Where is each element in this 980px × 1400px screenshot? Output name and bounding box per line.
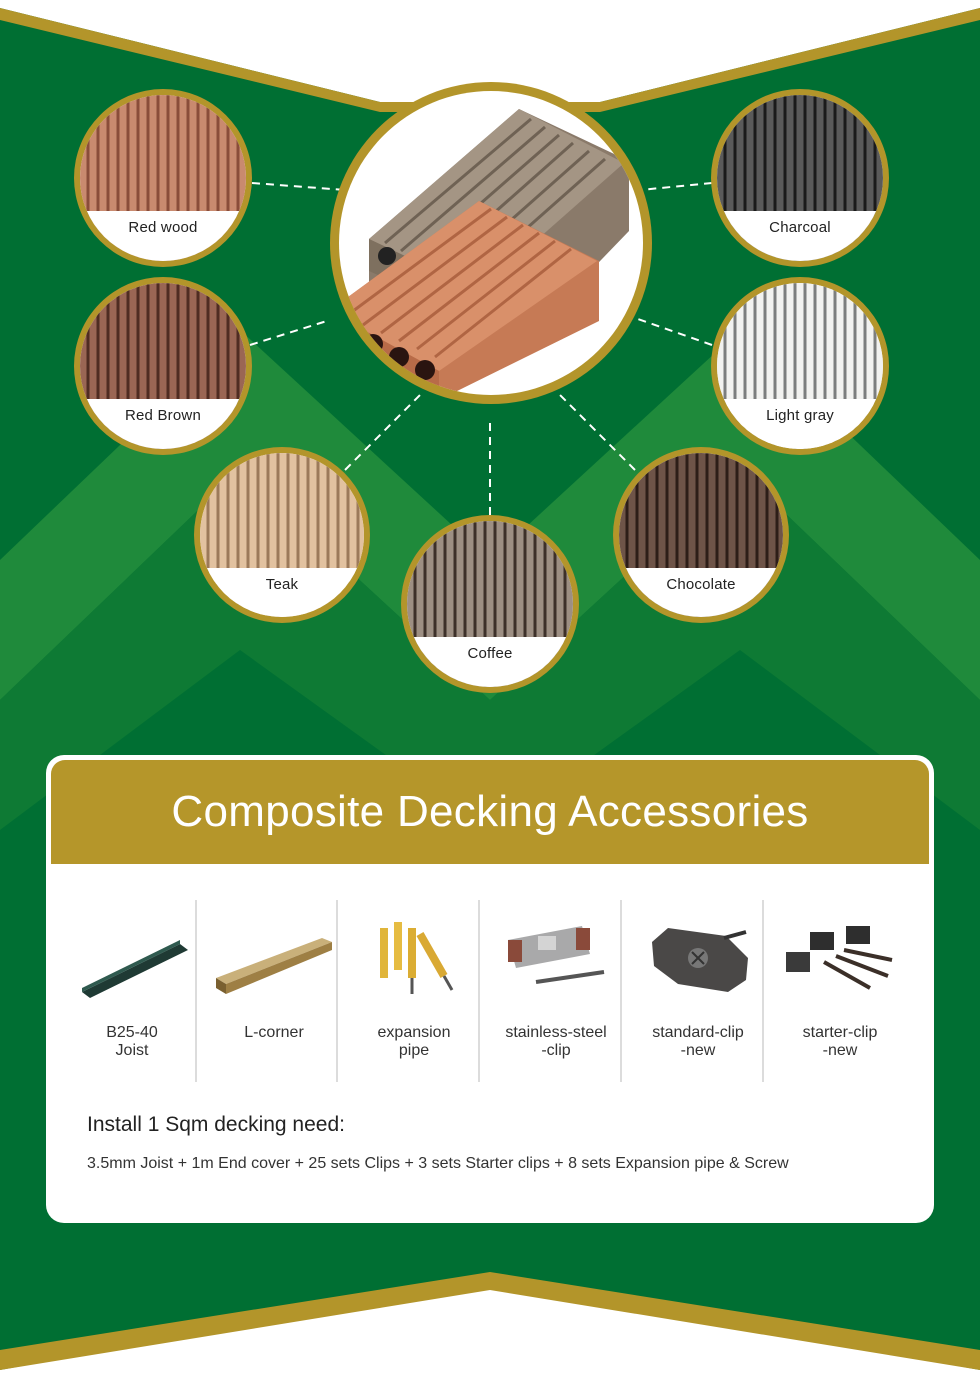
divider [478, 900, 480, 1082]
swatch-label: Red Brown [80, 399, 246, 449]
swatch-charcoal: Charcoal [711, 89, 889, 267]
accessory-name-2: Joist [115, 1042, 149, 1059]
accessory-name-2: -new [680, 1042, 716, 1059]
divider [336, 900, 338, 1082]
decking-board-icon [339, 109, 629, 395]
swatch-label: Chocolate [619, 567, 783, 617]
accessory-name-2: -new [822, 1042, 858, 1059]
divider [195, 900, 197, 1082]
accessories-header: Composite Decking Accessories [51, 760, 929, 864]
accessory-steel-clip: stainless-steel-clip [486, 900, 626, 1082]
swatch-red-wood: Red wood [74, 89, 252, 267]
divider [620, 900, 622, 1082]
l-corner-icon [216, 938, 332, 994]
swatch-coffee: Coffee [401, 515, 579, 693]
standard-clip-icon [652, 928, 748, 992]
swatch-label: Light gray [717, 399, 883, 449]
accessory-name-2: -clip [541, 1042, 571, 1059]
steel-clip-icon [508, 926, 605, 984]
install-text: 3.5mm Joist + 1m End cover + 25 sets Cli… [87, 1155, 789, 1172]
accessory-name: starter-clip [802, 1024, 878, 1041]
expansion-pipe-icon [380, 922, 454, 994]
accessory-name: B25-40 [106, 1024, 158, 1041]
starter-clip-icon [786, 926, 893, 990]
swatch-label: Coffee [407, 637, 573, 687]
accessory-name-2: pipe [398, 1042, 430, 1059]
swatch-label: Red wood [80, 211, 246, 261]
accessory-name: stainless-steel [505, 1024, 607, 1041]
accessories-title: Composite Decking Accessories [171, 787, 809, 836]
decking-board-image [330, 82, 652, 404]
accessory-standard-clip: standard-clip-new [628, 900, 768, 1082]
swatch-light-gray: Light gray [711, 277, 889, 455]
swatch-label: Charcoal [717, 211, 883, 261]
divider [762, 900, 764, 1082]
joist-icon [82, 940, 188, 998]
accessory-name: L-corner [244, 1024, 304, 1041]
swatch-teak: Teak [194, 447, 370, 623]
accessory-starter-clip: starter-clip-new [770, 900, 910, 1082]
swatch-label: Teak [200, 567, 364, 617]
accessory-name: expansion [377, 1024, 451, 1041]
install-heading: Install 1 Sqm decking need: [87, 1113, 345, 1136]
swatch-red-brown: Red Brown [74, 277, 252, 455]
accessory-name: standard-clip [652, 1024, 744, 1041]
accessory-l-corner: L-corner [204, 900, 344, 1082]
swatch-chocolate: Chocolate [613, 447, 789, 623]
